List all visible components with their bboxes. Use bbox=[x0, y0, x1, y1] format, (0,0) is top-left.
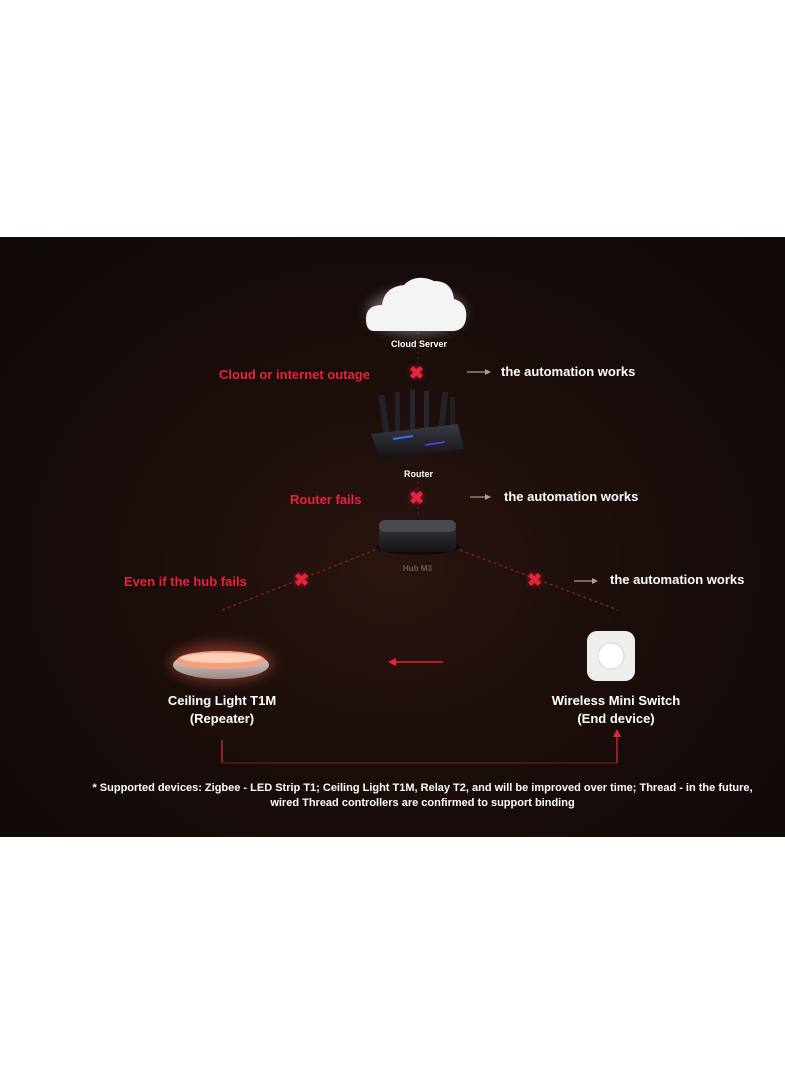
cloud-fail-x-icon: ✖ bbox=[409, 363, 425, 383]
hub-result-text: the automation works bbox=[610, 572, 745, 587]
mini-switch-label: Wireless Mini Switch (End device) bbox=[536, 692, 696, 728]
switch-up-arrowhead bbox=[613, 729, 621, 737]
ceiling-light-name: Ceiling Light T1M bbox=[167, 693, 277, 708]
cloud-result-text: the automation works bbox=[501, 364, 636, 379]
hub-switch-fail-x-icon: ✖ bbox=[527, 570, 543, 590]
ceiling-light-icon bbox=[169, 643, 273, 683]
router-fail-x-icon: ✖ bbox=[409, 488, 425, 508]
ceiling-light-label: Ceiling Light T1M (Repeater) bbox=[142, 692, 302, 728]
router-icon bbox=[371, 389, 464, 459]
wireless-switch-icon bbox=[587, 631, 635, 681]
mini-switch-name: Wireless Mini Switch bbox=[551, 693, 681, 708]
hub-to-switch-dashed-line bbox=[459, 549, 619, 611]
mini-switch-role: (End device) bbox=[577, 711, 655, 726]
hub-label: Hub M3 bbox=[403, 564, 432, 573]
router-result-text: the automation works bbox=[504, 489, 639, 504]
hub-icon bbox=[376, 520, 460, 555]
footnote-line-2: wired Thread controllers are confirmed t… bbox=[270, 797, 575, 809]
hub-failure-text: Even if the hub fails bbox=[124, 574, 247, 589]
cloud-server-label: Cloud Server bbox=[391, 339, 448, 349]
cloud-icon bbox=[366, 277, 467, 334]
binding-arrow-head bbox=[388, 658, 396, 666]
ceiling-light-role: (Repeater) bbox=[189, 711, 255, 726]
footnote-line-1: * Supported devices: Zigbee - LED Strip … bbox=[92, 782, 753, 794]
router-failure-text: Router fails bbox=[290, 492, 362, 507]
diagram-panel: Cloud Server Cloud or internet outage ✖ … bbox=[0, 237, 785, 837]
cloud-failure-text: Cloud or internet outage bbox=[219, 367, 370, 382]
connection-lines bbox=[169, 277, 635, 764]
hub-light-fail-x-icon: ✖ bbox=[294, 570, 310, 590]
supported-devices-footnote: * Supported devices: Zigbee - LED Strip … bbox=[40, 781, 785, 811]
router-label: Router bbox=[404, 469, 433, 479]
